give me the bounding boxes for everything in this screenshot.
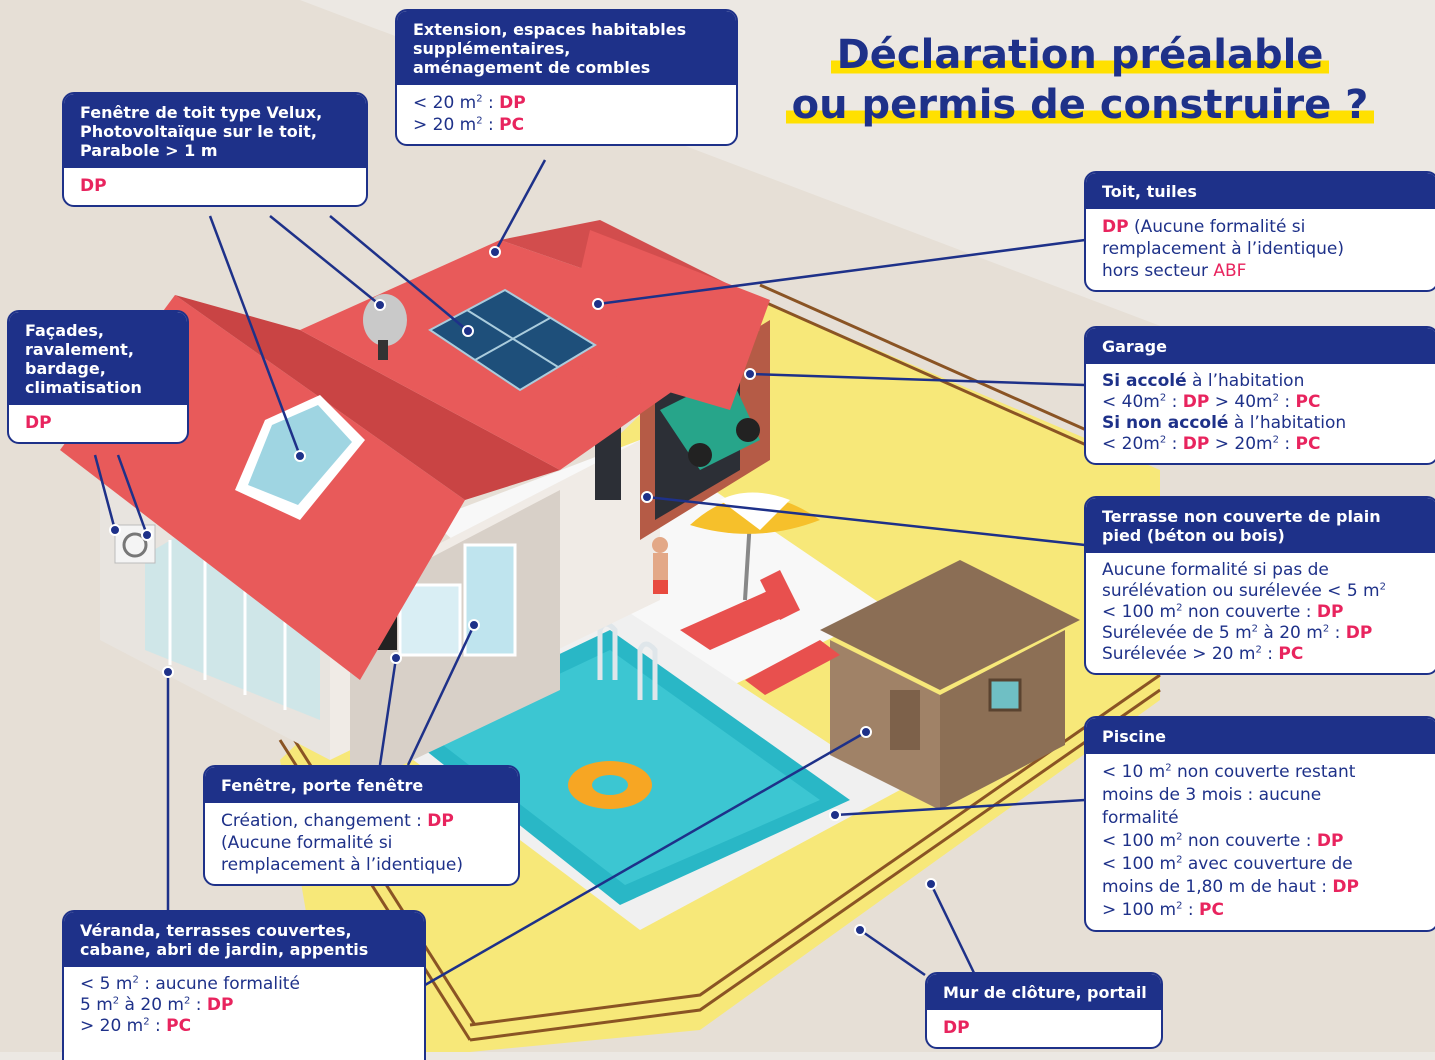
callout-heading: Terrasse non couverte de plain pied (bét… <box>1086 498 1435 553</box>
callout-piscine: Piscine < 10 m2 non couverte restant moi… <box>1084 716 1435 932</box>
callout-facades: Façades, ravalement, bardage, climatisat… <box>7 310 189 444</box>
callout-extension: Extension, espaces habitables supplément… <box>395 9 738 146</box>
page-title: Déclaration préalable ou permis de const… <box>780 30 1380 130</box>
rule-line: < 20 m2 : DP <box>413 93 526 113</box>
callout-heading: Extension, espaces habitables supplément… <box>397 11 736 85</box>
title-line-1: Déclaration préalable <box>830 32 1330 78</box>
callout-veranda: Véranda, terrasses couvertes, cabane, ab… <box>62 910 426 1060</box>
rule-dp: DP <box>25 413 52 433</box>
callout-toit: Toit, tuiles DP (Aucune formalité si rem… <box>1084 171 1435 292</box>
rule-dp: DP <box>80 176 107 196</box>
callout-heading: Fenêtre de toit type Velux, Photovoltaïq… <box>64 94 366 168</box>
connector-dots <box>109 246 937 936</box>
callout-heading: Façades, ravalement, bardage, climatisat… <box>9 312 187 405</box>
callout-heading: Piscine <box>1086 718 1435 754</box>
rule-dp: DP <box>943 1018 970 1038</box>
connector-lines <box>93 159 1086 987</box>
callout-fenetre: Fenêtre, porte fenêtre Création, changem… <box>203 765 520 886</box>
sun-loungers <box>680 570 840 695</box>
garden-shed <box>820 560 1080 810</box>
callout-velux: Fenêtre de toit type Velux, Photovoltaïq… <box>62 92 368 207</box>
callout-heading: Mur de clôture, portail <box>927 974 1161 1010</box>
person-standing <box>652 537 668 594</box>
callout-heading: Toit, tuiles <box>1086 173 1435 209</box>
callout-garage: Garage Si accolé à l’habitation < 40m2 :… <box>1084 326 1435 465</box>
fence-right <box>469 673 1161 1042</box>
callout-terrasse: Terrasse non couverte de plain pied (bét… <box>1084 496 1435 675</box>
callout-heading: Garage <box>1086 328 1435 364</box>
rule-line: > 20 m2 : PC <box>413 115 525 135</box>
satellite-dish <box>363 294 407 346</box>
title-line-2: ou permis de construire ? <box>785 82 1375 128</box>
abf-label: ABF <box>1213 261 1247 281</box>
callout-cloture: Mur de clôture, portail DP <box>925 972 1163 1049</box>
callout-heading: Véranda, terrasses couvertes, cabane, ab… <box>64 912 424 967</box>
callout-heading: Fenêtre, porte fenêtre <box>205 767 518 803</box>
